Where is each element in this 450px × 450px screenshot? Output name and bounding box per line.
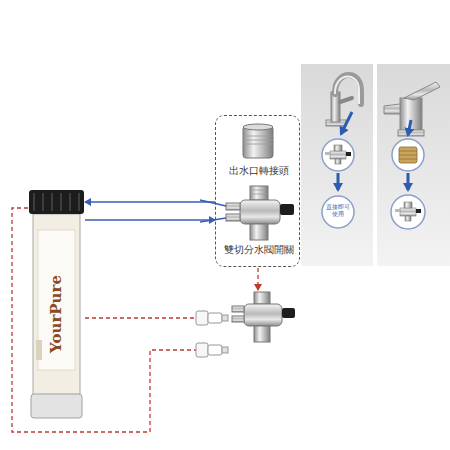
diverter-valve-part [254, 326, 270, 342]
diverter-step-circle-part [400, 208, 416, 216]
diverter-valve [226, 186, 294, 240]
lever-faucet-part [404, 82, 440, 100]
lever-faucet-part [398, 130, 424, 136]
cap-ridge [33, 193, 35, 211]
cap-ridge [69, 193, 71, 211]
diverter-valve-part [226, 214, 240, 221]
cap-ridge [42, 193, 44, 211]
part-label: 出水口轉接頭 [216, 166, 301, 177]
hose-fitting-part [208, 313, 222, 323]
install-arrow-part [408, 120, 411, 135]
cap-ridge [78, 193, 80, 211]
cap-ridge [60, 193, 62, 211]
install-arrow-part [337, 173, 340, 190]
diverter-step-circle [391, 195, 425, 229]
diverter-step-circle-part [334, 145, 342, 151]
outlet-adapter-part [243, 126, 273, 158]
diverter-valve-part [250, 224, 268, 240]
diverter-valve-part [226, 203, 240, 210]
diverter-step-circle [322, 139, 354, 171]
diverter-step-circle-part [395, 209, 400, 212]
outlet-adapter-part [243, 124, 273, 130]
filter-hose [200, 200, 226, 222]
filter-body [33, 214, 80, 396]
ready-step-circle: 直接即可使用 [321, 195, 355, 229]
diverter-step-circle-part [404, 202, 412, 208]
step-note: 直接即可使用 [325, 204, 351, 218]
diverter-valve-part [240, 200, 280, 224]
diverter-valve-part [254, 292, 270, 304]
filter-hose-part [200, 200, 226, 206]
diverter-step-circle-part [346, 152, 351, 156]
filter-bottom-cap [31, 394, 82, 418]
lever-faucet-part [384, 104, 400, 114]
hose-fitting-part [196, 343, 208, 357]
alternative-hose [12, 208, 258, 432]
diverter-step-circle-part [335, 159, 341, 164]
diverter-step-circle-part [405, 216, 411, 221]
brand-label: YourPure [48, 275, 65, 353]
alternative-hose-part [85, 317, 196, 318]
faucet-panel [301, 64, 450, 266]
adapter-step-circle-part [399, 155, 417, 156]
hose-fitting-part [196, 311, 208, 325]
part-label: 雙切分水閥開關 [216, 245, 301, 256]
hose-fitting [196, 311, 228, 357]
adapter-step-circle-part [399, 159, 417, 160]
diverter-valve-part [250, 194, 268, 195]
step-circle [322, 196, 354, 228]
diverter-valve-part [232, 306, 244, 312]
gooseneck-faucet-part [335, 75, 361, 104]
filter-cartridge: YourPure [28, 190, 85, 420]
faucet-panel-part [377, 64, 450, 266]
alternative-hose-part [257, 268, 258, 290]
diverter-step-circle-part [416, 209, 421, 213]
alternative-hose-part [12, 208, 196, 432]
diverter-valve [232, 292, 295, 342]
gooseneck-faucet-part [335, 76, 359, 104]
filter-sticker [38, 230, 75, 370]
gooseneck-faucet [326, 75, 361, 126]
hose-fitting-part [222, 347, 228, 353]
diverter-step-circle-part [322, 139, 354, 171]
diverter-valve-part [250, 190, 268, 191]
diverter-valve-part [244, 304, 282, 326]
diverter-valve-part [250, 186, 268, 200]
outlet-adapter-part [243, 144, 273, 145]
component-group-box: 出水口轉接頭雙切分水閥開關 [215, 115, 300, 267]
lever-faucet [384, 82, 440, 136]
water-line [85, 201, 215, 203]
filter-hose-part [200, 218, 226, 222]
outlet-adapter-part [243, 140, 273, 141]
outlet-adapter [243, 124, 273, 158]
filter-cap [29, 190, 84, 214]
adapter-step-circle-part [399, 147, 417, 163]
diverter-valve-part [232, 316, 244, 322]
cap-ridge [51, 193, 53, 211]
sticker-detail [36, 340, 42, 360]
diverter-valve-part [280, 204, 294, 215]
outlet-adapter-part [243, 136, 273, 137]
water-line [85, 219, 215, 221]
gooseneck-faucet-part [340, 98, 352, 102]
install-arrow-part [341, 112, 352, 134]
hose-fitting-part [208, 345, 222, 355]
diverter-step-circle-part [391, 195, 425, 229]
diverter-step-circle-part [330, 151, 346, 159]
adapter-step-circle-part [392, 139, 424, 171]
adapter-step-circle [392, 139, 424, 171]
faucet-panel-part [301, 64, 373, 266]
diverter-valve-part [282, 308, 295, 318]
hose-fitting-part [222, 315, 228, 321]
diverter-step-circle-part [325, 152, 330, 155]
adapter-step-circle-part [399, 151, 417, 152]
install-arrow-part [407, 173, 410, 190]
